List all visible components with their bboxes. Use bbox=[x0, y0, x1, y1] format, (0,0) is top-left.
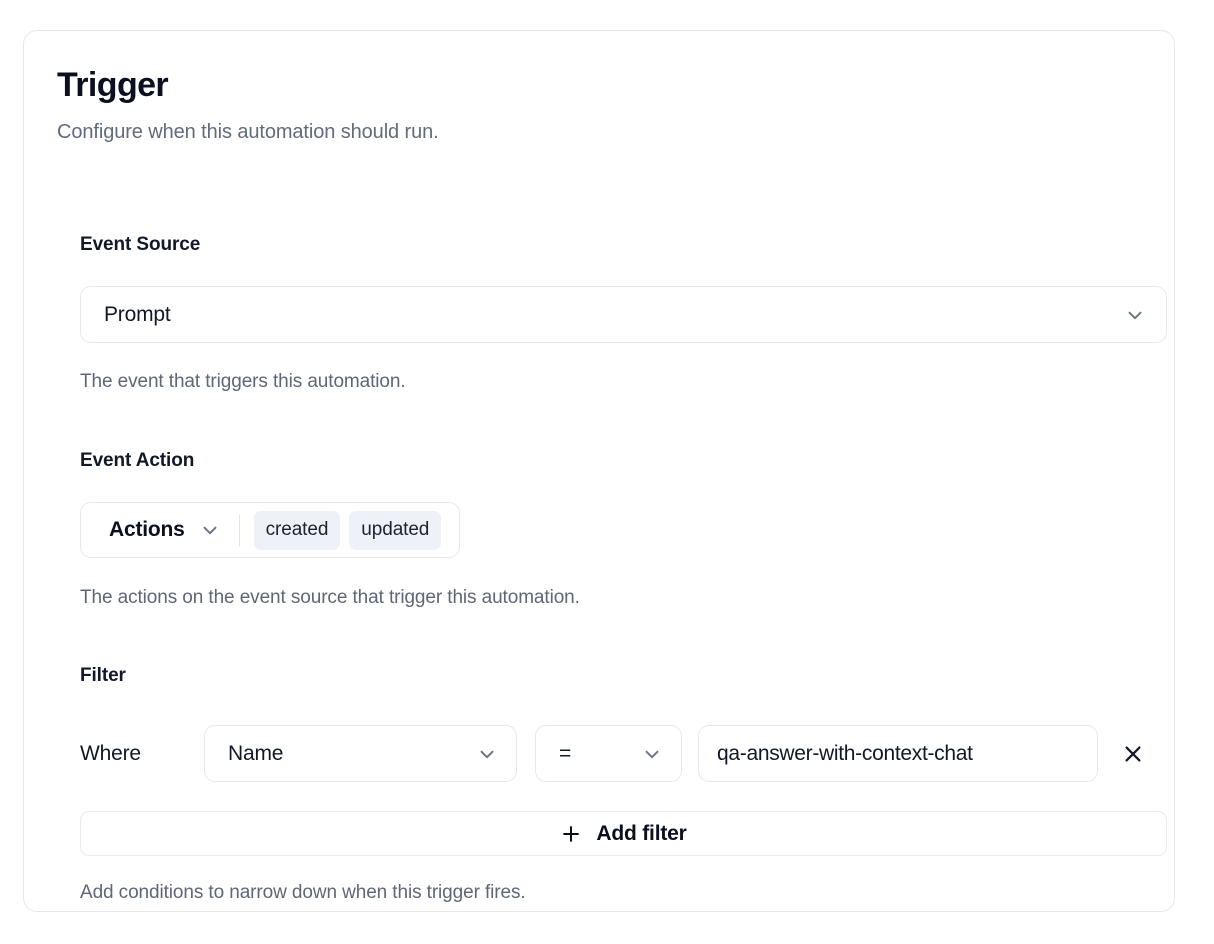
where-label: Where bbox=[80, 741, 141, 765]
status-badge[interactable]: updated bbox=[349, 510, 442, 550]
filter-field-value: Name bbox=[228, 741, 284, 765]
chevron-down-icon bbox=[476, 743, 498, 765]
chevron-down-icon bbox=[1124, 304, 1146, 326]
event-source-label: Event Source bbox=[80, 234, 201, 255]
filter-label: Filter bbox=[80, 665, 126, 686]
plus-icon bbox=[560, 823, 582, 845]
add-filter-label: Add filter bbox=[596, 821, 687, 845]
event-source-select[interactable]: Prompt bbox=[80, 286, 1167, 343]
close-icon bbox=[1122, 743, 1144, 765]
chevron-down-icon bbox=[641, 743, 663, 765]
filter-value-input[interactable] bbox=[698, 725, 1098, 782]
trigger-card: Trigger Configure when this automation s… bbox=[23, 30, 1175, 912]
event-source-helper: The event that triggers this automation. bbox=[80, 371, 406, 392]
remove-filter-button[interactable] bbox=[1116, 737, 1150, 771]
event-action-value: Actions bbox=[109, 518, 185, 541]
page-title: Trigger bbox=[57, 66, 169, 104]
divider bbox=[238, 514, 240, 546]
status-badge[interactable]: created bbox=[253, 510, 341, 550]
event-action-badges: created updated bbox=[253, 510, 442, 550]
event-action-label: Event Action bbox=[80, 450, 195, 471]
event-action-control: Actions created updated bbox=[80, 502, 461, 558]
filter-operator-select[interactable]: = bbox=[535, 725, 682, 782]
filter-field-select[interactable]: Name bbox=[204, 725, 517, 782]
add-filter-button[interactable]: Add filter bbox=[80, 811, 1167, 856]
chevron-down-icon bbox=[199, 519, 221, 541]
event-action-helper: The actions on the event source that tri… bbox=[80, 587, 580, 608]
event-action-select[interactable]: Actions bbox=[81, 503, 239, 557]
filter-operator-value: = bbox=[559, 741, 572, 765]
card-subtitle: Configure when this automation should ru… bbox=[57, 121, 439, 143]
filter-helper: Add conditions to narrow down when this … bbox=[80, 882, 526, 903]
event-source-value: Prompt bbox=[104, 302, 171, 326]
filter-row: Where Name = bbox=[80, 725, 1170, 782]
